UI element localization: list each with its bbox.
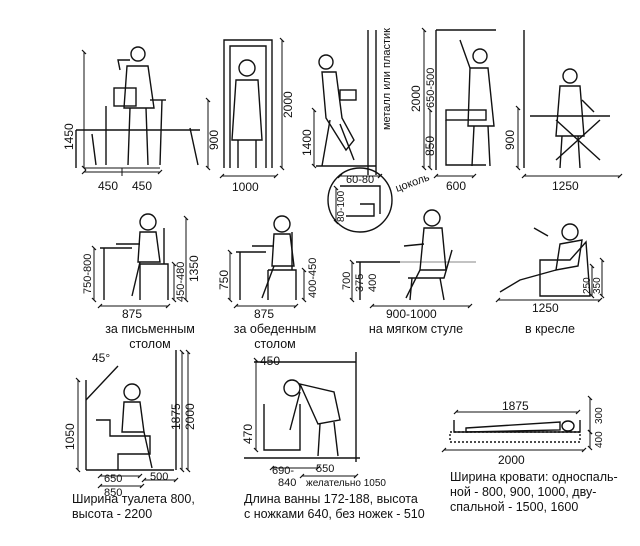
dining-seat-label: 400-450: [307, 258, 319, 298]
bed-caption-line1: Ширина кровати: односпаль-: [450, 470, 618, 484]
armchair-caption: в кресле: [510, 322, 590, 337]
plinth-detail: [327, 167, 393, 233]
armchair-caption-line1: в кресле: [525, 322, 575, 336]
kitchen-counter-label: 850: [423, 136, 437, 156]
bed-inner-label: 1875: [502, 399, 529, 413]
door-height-label: 2000: [281, 91, 295, 118]
kitchen-shelf-panel: [421, 27, 496, 179]
wall-height-label: 1400: [300, 129, 314, 156]
bath-panel: [244, 352, 360, 479]
dining-depth-label: 875: [254, 307, 274, 321]
dining-caption-line2: столом: [254, 337, 296, 351]
kitchen-upper-label: 650-500: [425, 68, 437, 108]
bath-top-label: 450: [260, 354, 280, 368]
dining-table-label: 750: [217, 270, 231, 290]
dining-caption-line1: за обеденным: [233, 322, 317, 336]
armchair-depth-label: 1250: [532, 301, 559, 315]
bed-outer-label: 2000: [498, 453, 525, 467]
bath-clear-label: 550: [316, 463, 334, 475]
man-writing: [116, 213, 161, 297]
woman-seated: [403, 209, 447, 299]
ironing-width-label: 1250: [552, 179, 579, 193]
bath-caption-line2: с ножками 640, без ножек - 510: [244, 507, 425, 521]
desk-total-label: 1350: [187, 255, 201, 282]
bending-woman: [318, 54, 357, 167]
toilet-total-a-label: 1875: [169, 403, 183, 430]
dining-panel: [227, 215, 307, 309]
bed-panel: [441, 395, 593, 453]
woman-ironing: [555, 68, 595, 169]
bath-w2-label: 840: [278, 477, 296, 489]
bed-lower-label: 400: [594, 431, 605, 448]
soft-chair-caption: на мягком стуле: [356, 322, 476, 337]
bath-caption: Длина ванны 172-188, высота с ножками 64…: [244, 492, 425, 522]
desk-caption-line2: столом: [129, 337, 171, 351]
bed-caption: Ширина кровати: односпаль- ной - 800, 90…: [450, 470, 618, 515]
dining-caption: за обеденным столом: [220, 322, 330, 352]
soft-h2-label: 375: [354, 274, 366, 292]
toilet-total-b-label: 2000: [183, 403, 197, 430]
soft-h1-label: 700: [341, 272, 353, 290]
toilet-w2-label: 850: [104, 487, 122, 499]
desk-caption: за письменным столом: [90, 322, 210, 352]
waiter-table-height-label: 900: [207, 130, 221, 150]
woman-in-door: [231, 59, 263, 168]
plinth-top-range: 60-80: [346, 174, 374, 186]
waiter-figure: [117, 46, 155, 166]
desk-caption-line1: за письменным: [105, 322, 195, 336]
armchair-panel: [495, 223, 605, 303]
man-seated-toilet: [121, 383, 153, 469]
toilet-seat-label: 1050: [63, 423, 77, 450]
desk-panel: [91, 213, 189, 309]
bath-note-label: желательно 1050: [306, 478, 386, 489]
desk-seat-label: 450-480: [175, 262, 187, 302]
armchair-h1-label: 250: [582, 277, 593, 294]
bath-caption-line1: Длина ванны 172-188, высота: [244, 492, 418, 506]
man-reclining: [499, 223, 583, 293]
toilet-caption: Ширина туалета 800, высота - 2200: [72, 492, 195, 522]
toilet-caption-line2: высота - 2200: [72, 507, 153, 521]
bath-height-label: 470: [241, 424, 255, 444]
toilet-w1-label: 650: [104, 473, 122, 485]
desk-height-label: 750-800: [82, 254, 94, 294]
ironing-height-label: 900: [503, 130, 517, 150]
desk-depth-label: 875: [122, 307, 142, 321]
soft-chair-caption-line1: на мягком стуле: [368, 322, 464, 336]
soft-depth-label: 900-1000: [386, 307, 437, 321]
doorway-panel: [219, 37, 285, 179]
toilet-panel: [75, 349, 191, 489]
bed-caption-line3: спальной - 1500, 1600: [450, 500, 579, 514]
soft-chair-panel: [349, 209, 476, 309]
bed-caption-line2: ной - 800, 900, 1000, дву-: [450, 485, 597, 499]
bed-upper-label: 300: [594, 407, 605, 424]
waiter-width2-label: 450: [132, 179, 152, 193]
soft-h3-label: 400: [367, 274, 379, 292]
waiter-width1-label: 450: [98, 179, 118, 193]
toilet-front-label: 500: [150, 471, 168, 483]
wall-work-panel: [311, 30, 377, 175]
woman-reaching: [459, 39, 495, 167]
waiter-height-label: 1450: [62, 123, 76, 150]
plinth-side-range: 80-100: [336, 190, 347, 222]
ironing-panel: [515, 30, 623, 179]
bath-w1-label: 690-: [272, 465, 294, 477]
woman-bath: [283, 379, 341, 457]
material-label: металл или пластик: [381, 28, 393, 130]
man-eating: [252, 215, 295, 299]
kitchen-depth-label: 600: [446, 179, 466, 193]
armchair-h2-label: 350: [592, 277, 603, 294]
toilet-angle-label: 45°: [92, 351, 110, 365]
kitchen-total-label: 2000: [409, 85, 423, 112]
door-width-label: 1000: [232, 180, 259, 194]
toilet-caption-line1: Ширина туалета 800,: [72, 492, 195, 506]
plinth-label: цоколь: [394, 171, 431, 194]
waiter-panel: [75, 46, 211, 176]
person-lying: [465, 420, 575, 433]
